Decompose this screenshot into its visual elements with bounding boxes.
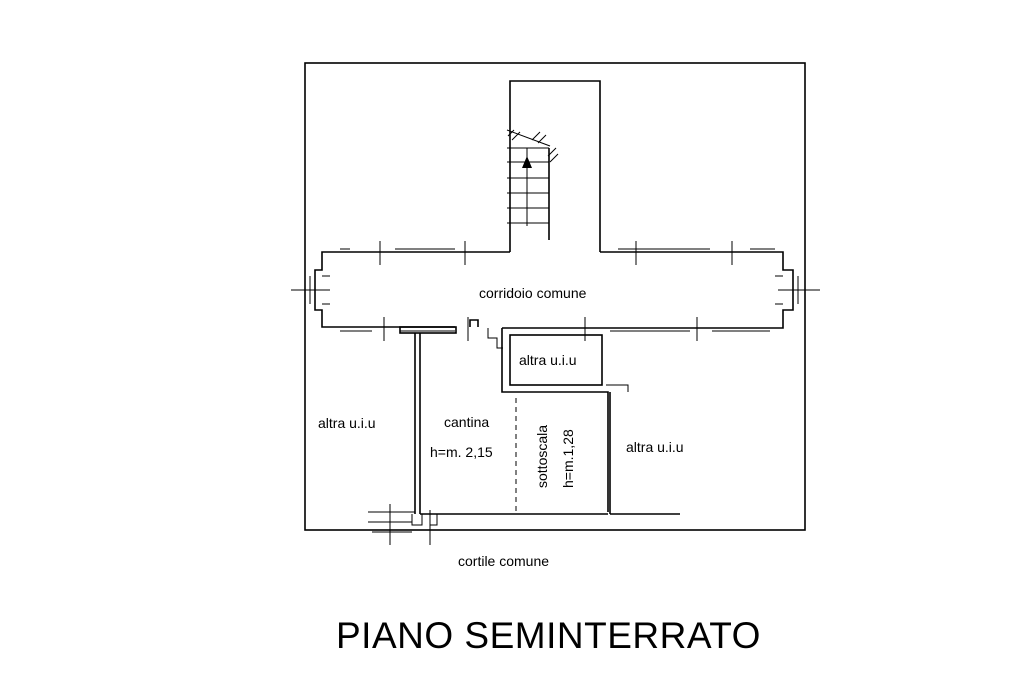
courtyard-entrance [368, 504, 438, 545]
label-other-unit-center: altra u.i.u [519, 352, 577, 368]
label-cellar: cantina [444, 414, 489, 430]
label-understairs: sottoscala [534, 425, 550, 488]
room-other-unit-center [509, 334, 603, 386]
label-courtyard: cortile comune [458, 553, 549, 569]
label-understairs-height: h=m.1,28 [560, 429, 576, 488]
stairwell [506, 80, 601, 252]
arrow-up-icon [522, 156, 532, 168]
door-markers [291, 241, 820, 341]
label-corridor: corridoio comune [479, 285, 587, 301]
plan-title: PIANO SEMINTERRATO [336, 615, 761, 656]
label-other-unit-right: altra u.i.u [626, 439, 684, 455]
label-other-unit-left: altra u.i.u [318, 415, 376, 431]
label-cellar-height: h=m. 2,15 [430, 444, 493, 460]
interior-walls [399, 319, 680, 515]
